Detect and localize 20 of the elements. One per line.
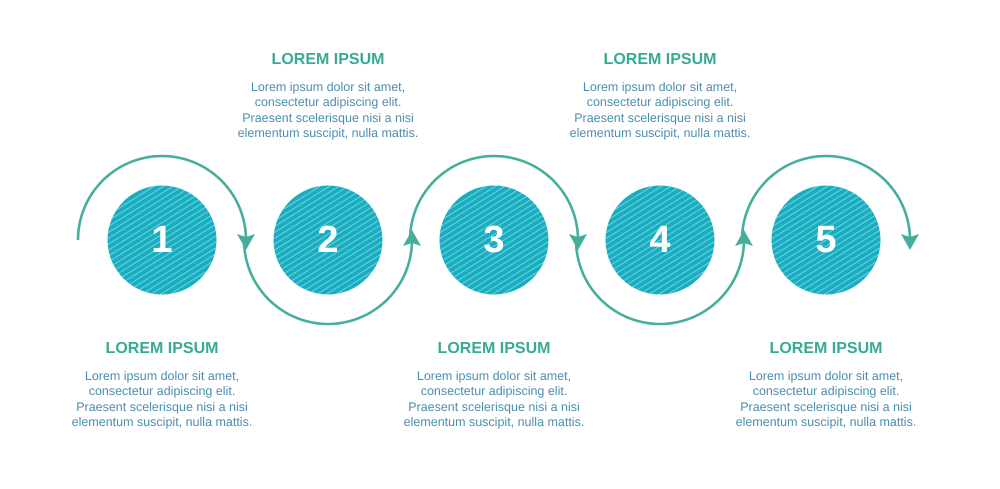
hatched-circle: [439, 185, 549, 295]
step-description: Lorem ipsum dolor sit amet, consectetur adipiscing elit. Praesent scelerisque nisi a nisi elementum suscipit, nulla mattis.: [402, 369, 586, 431]
step-number: 1: [151, 220, 173, 260]
step-heading: LOREM IPSUM: [604, 50, 716, 70]
step-description: Lorem ipsum dolor sit amet, consectetur adipiscing elit. Praesent scelerisque nisi a nisi elementum suscipit, nulla mattis.: [568, 80, 752, 142]
hatched-circle: [273, 185, 383, 295]
step-heading: LOREM IPSUM: [438, 339, 550, 359]
hatched-circle: [107, 185, 217, 295]
step-heading: LOREM IPSUM: [272, 50, 384, 70]
step-heading: LOREM IPSUM: [106, 339, 218, 359]
step-number: 3: [483, 220, 505, 260]
step-description: Lorem ipsum dolor sit amet, consectetur adipiscing elit. Praesent scelerisque nisi a nisi elementum suscipit, nulla mattis.: [734, 369, 918, 431]
step-description: Lorem ipsum dolor sit amet, consectetur adipiscing elit. Praesent scelerisque nisi a nisi elementum suscipit, nulla mattis.: [70, 369, 254, 431]
step-description: Lorem ipsum dolor sit amet, consectetur adipiscing elit. Praesent scelerisque nisi a nisi elementum suscipit, nulla mattis.: [236, 80, 420, 142]
step-heading: LOREM IPSUM: [770, 339, 882, 359]
hatched-circle: [605, 185, 715, 295]
step-number: 5: [815, 220, 837, 260]
step-number: 2: [317, 220, 339, 260]
hatched-circle: [771, 185, 881, 295]
step-number: 4: [649, 220, 671, 260]
